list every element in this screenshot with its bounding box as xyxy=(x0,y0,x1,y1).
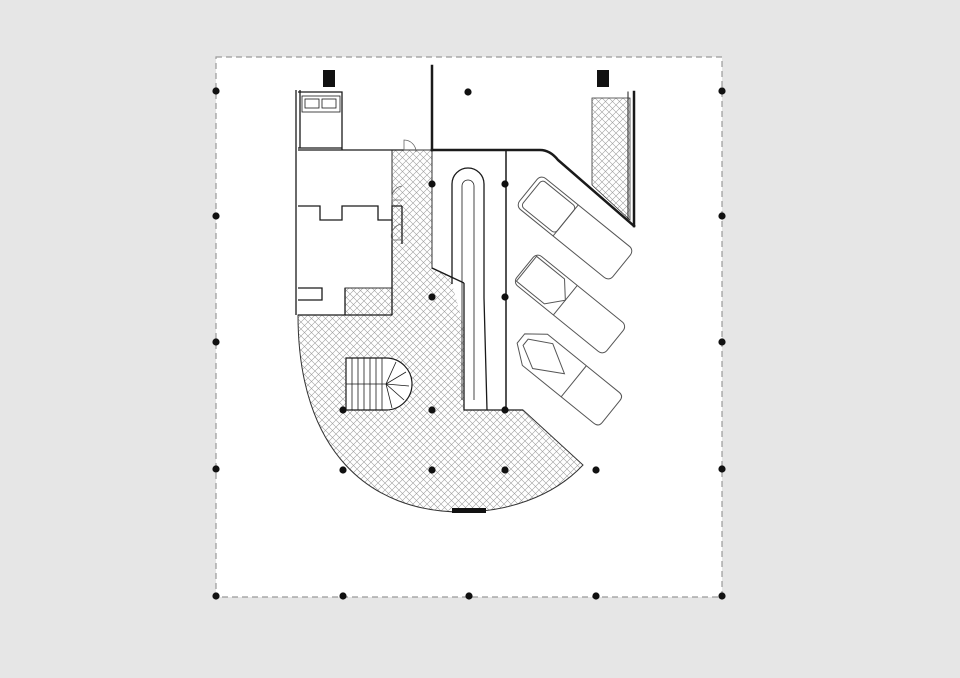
structural-columns xyxy=(212,87,726,600)
spiral-staircase xyxy=(345,357,413,411)
parked-car-3 xyxy=(516,333,623,426)
hatched-wall-zone xyxy=(591,97,631,221)
hatched-floor-area xyxy=(297,149,584,513)
exterior-walls xyxy=(430,64,636,228)
ramp-inner-line xyxy=(461,179,475,400)
sink-fixtures xyxy=(301,95,341,113)
parked-car-2 xyxy=(514,254,626,354)
entrance-threshold xyxy=(452,508,486,513)
door-swings xyxy=(390,139,417,241)
flue-right xyxy=(597,70,609,87)
parked-car-1 xyxy=(517,176,633,280)
service-rooms xyxy=(295,90,404,316)
plan-outline-dashed xyxy=(215,56,723,598)
ramp xyxy=(451,167,488,411)
flue-left xyxy=(323,70,335,87)
